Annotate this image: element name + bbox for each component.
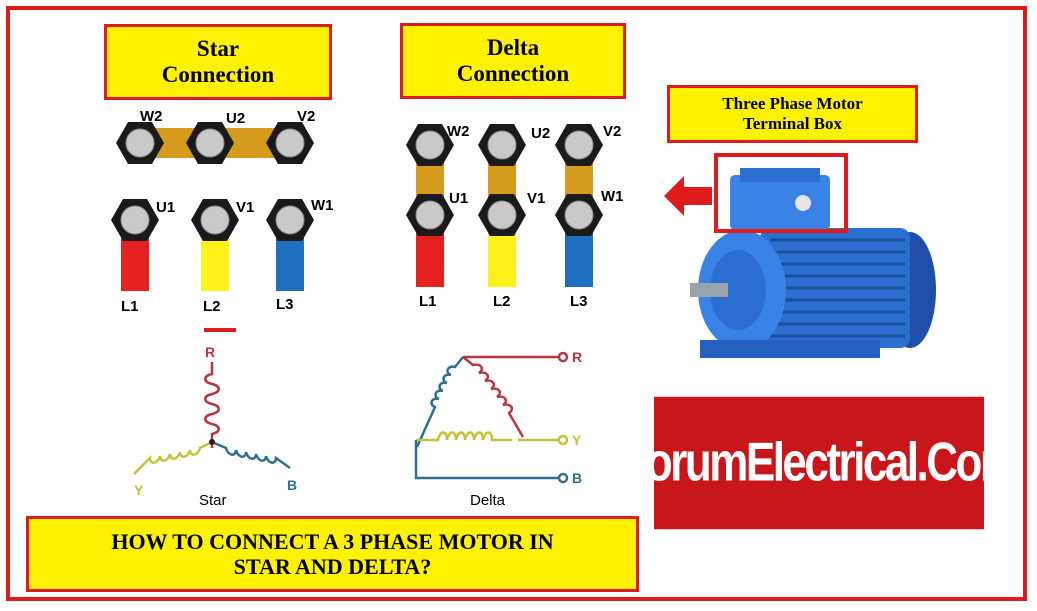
terminal-box-title-line2: Terminal Box	[742, 114, 843, 133]
line-label-l2: L2	[203, 298, 221, 315]
terminal-label-v1: V1	[527, 190, 545, 207]
terminal-box-title: Three Phase Motor Terminal Box	[667, 85, 918, 143]
b-coil	[211, 440, 291, 470]
motor-illustration	[690, 168, 936, 358]
b-terminal	[557, 472, 569, 484]
brand-text: ForumElectrical.Com	[621, 431, 1019, 493]
line-label-l3: L3	[276, 296, 294, 313]
cable-gland	[795, 195, 811, 211]
star-caption: Star	[199, 492, 227, 509]
delta-coil-blue	[415, 356, 464, 448]
terminal-box-lid	[740, 168, 820, 182]
phase-label-b: B	[572, 470, 582, 486]
terminal-nut	[110, 198, 160, 242]
bottom-caption-line2: STAR AND DELTA?	[233, 554, 432, 579]
phase-label-r: R	[572, 349, 582, 365]
delta-caption: Delta	[470, 492, 506, 509]
terminal-nut	[477, 123, 527, 167]
pointer-arrow	[664, 176, 712, 216]
motor-front-face	[710, 250, 766, 330]
star-terminal-block: W2 U2 V2 U1 V1 W1 L1 L2 L3	[110, 108, 334, 332]
terminal-label-w1: W1	[601, 188, 624, 205]
terminal-label-w1: W1	[311, 197, 334, 214]
star-connection-title: Star Connection	[104, 24, 332, 100]
y-coil	[133, 440, 213, 475]
terminal-label-w2: W2	[447, 123, 470, 140]
star-schematic: R Y B Star	[133, 344, 297, 509]
delta-terminal-block: W2 U2 V2 U1 V1 W1 L1 L2 L3	[405, 123, 624, 310]
line-label-l2: L2	[493, 293, 511, 310]
delta-schematic: R Y B Delta	[414, 349, 582, 509]
terminal-label-v2: V2	[297, 108, 315, 125]
line-label-l1: L1	[419, 293, 437, 310]
terminal-label-v1: V1	[236, 199, 254, 216]
star-title-line1: Star	[196, 35, 240, 61]
y-terminal	[557, 434, 569, 446]
r-coil	[204, 362, 220, 448]
terminal-label-u1: U1	[156, 199, 175, 216]
terminal-box-title-line1: Three Phase Motor	[722, 94, 863, 114]
delta-coil-red	[462, 356, 525, 438]
motor-feet	[700, 340, 880, 358]
terminal-nut	[554, 123, 604, 167]
cooling-fins	[770, 238, 905, 338]
line-label-l1: L1	[121, 298, 139, 315]
star-title-line2: Connection	[161, 62, 275, 87]
terminal-nut	[405, 193, 455, 237]
star-point	[209, 439, 215, 445]
delta-title-line2: Connection	[456, 61, 570, 86]
terminal-box-highlight	[714, 153, 848, 233]
bottom-caption-line1: HOW TO CONNECT A 3 PHASE MOTOR IN	[111, 528, 554, 554]
terminal-nut	[554, 193, 604, 237]
terminal-box-housing	[730, 175, 830, 230]
outer-frame	[6, 6, 1027, 601]
delta-coil-yellow	[416, 431, 512, 442]
phase-label-y: Y	[572, 432, 582, 448]
phase-label-b: B	[287, 477, 297, 493]
delta-title-line1: Delta	[486, 34, 540, 60]
terminal-label-u1: U1	[449, 190, 468, 207]
terminal-label-v2: V2	[603, 123, 621, 140]
phase-label-r: R	[205, 344, 215, 360]
brand-logo: ForumElectrical.Com	[621, 396, 1019, 530]
motor-shaft	[690, 283, 728, 297]
delta-connection-title: Delta Connection	[400, 23, 626, 99]
phase-label-y: Y	[134, 482, 144, 498]
terminal-nut	[190, 198, 240, 242]
line-label-l3: L3	[570, 293, 588, 310]
red-underline-mark	[204, 328, 236, 332]
terminal-nut	[477, 193, 527, 237]
r-terminal	[557, 351, 569, 363]
terminal-label-w2: W2	[140, 108, 163, 125]
terminal-label-u2: U2	[531, 125, 550, 142]
bottom-caption: HOW TO CONNECT A 3 PHASE MOTOR IN STAR A…	[26, 516, 639, 592]
terminal-nut	[265, 198, 315, 242]
b-line	[414, 440, 560, 480]
terminal-label-u2: U2	[226, 110, 245, 127]
